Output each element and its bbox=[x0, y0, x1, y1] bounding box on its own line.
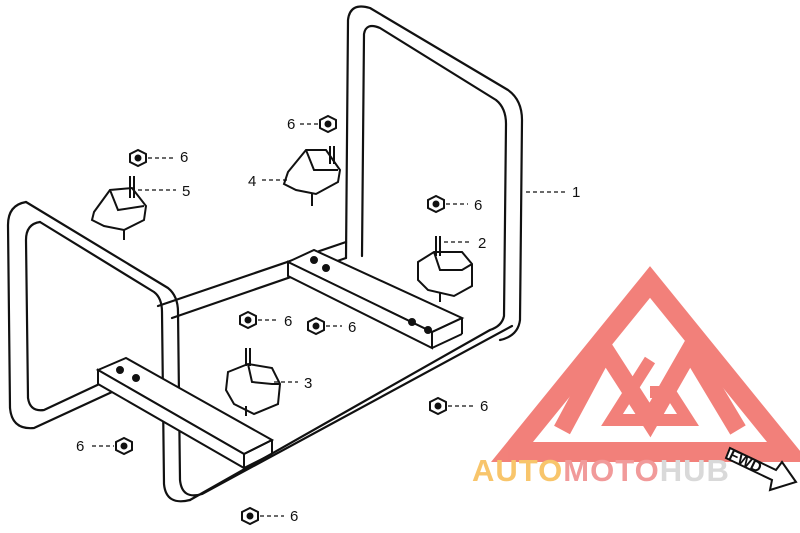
frame-right-inner bbox=[360, 24, 508, 332]
logo-g-shape bbox=[601, 356, 699, 426]
callout-1-frame: 1 bbox=[572, 184, 580, 201]
callout-2: 2 bbox=[478, 235, 486, 252]
nut-7 bbox=[115, 436, 133, 456]
watermark-text: AUTOMOTOHUB bbox=[472, 453, 730, 488]
nut-5 bbox=[307, 316, 325, 336]
callout-6-d: 6 bbox=[284, 313, 292, 330]
cross-beam-rear bbox=[285, 248, 465, 350]
watermark-hub: HUB bbox=[660, 453, 730, 488]
callout-4: 4 bbox=[248, 173, 256, 190]
logo-triangle-outer bbox=[491, 266, 800, 462]
frame-left-outer bbox=[6, 200, 114, 430]
watermark-logo bbox=[491, 266, 800, 462]
watermark-moto: MOTO bbox=[563, 453, 659, 488]
nut-1 bbox=[129, 148, 147, 168]
callout-6-g: 6 bbox=[76, 438, 84, 455]
nut-8 bbox=[241, 506, 259, 526]
callout-6-e: 6 bbox=[348, 319, 356, 336]
fwd-arrow-icon bbox=[724, 446, 798, 492]
frame-bottom-rear-rail bbox=[188, 328, 492, 502]
mount-left bbox=[90, 176, 148, 240]
callout-3: 3 bbox=[304, 375, 312, 392]
callout-6-h: 6 bbox=[290, 508, 298, 525]
frame-left-inner bbox=[24, 220, 110, 412]
nut-6 bbox=[429, 396, 447, 416]
frame-bottom-front-inner bbox=[38, 220, 192, 503]
frame-right-outer bbox=[344, 5, 524, 342]
mount-rear-right bbox=[417, 236, 473, 302]
mount-rear-left-top bbox=[282, 146, 342, 206]
nut-4 bbox=[239, 310, 257, 330]
cross-beam-front bbox=[95, 356, 275, 470]
watermark-auto: AUTO bbox=[472, 453, 563, 488]
nut-2 bbox=[319, 114, 337, 134]
mount-front-center bbox=[224, 348, 282, 416]
leader-lines bbox=[92, 123, 566, 517]
callout-6-f: 6 bbox=[480, 398, 488, 415]
callout-6-c: 6 bbox=[474, 197, 482, 214]
callout-6-b: 6 bbox=[287, 116, 295, 133]
callout-6-a: 6 bbox=[180, 149, 188, 166]
nut-3 bbox=[427, 194, 445, 214]
callout-5: 5 bbox=[182, 183, 190, 200]
